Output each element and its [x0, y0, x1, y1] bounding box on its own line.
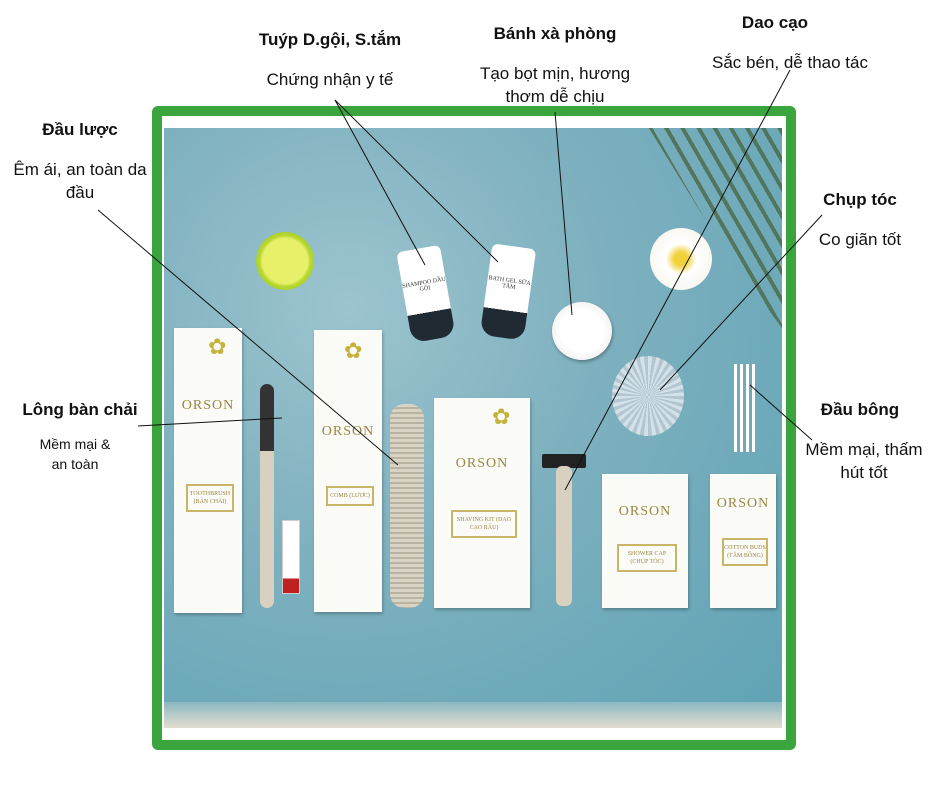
razor: [542, 454, 586, 468]
lemon-slice: [256, 232, 314, 290]
soap-bar: [552, 302, 612, 360]
toothbrush-line: [137, 417, 283, 427]
tube-line-1: [334, 99, 426, 266]
toothbrush-title: Lông bàn chải: [22, 400, 138, 419]
cotton-buds-packet: ORSON COTTON BUDS (TĂM BÔNG): [710, 474, 776, 608]
razor-desc: Sắc bén, dễ thao tác: [712, 53, 868, 72]
comb: [390, 404, 424, 608]
comb-title: Đầu lược: [42, 120, 118, 139]
cotton-buds-line: [749, 384, 813, 441]
soap-title: Bánh xà phòng: [493, 24, 617, 43]
cotton-buds-desc: Mềm mại, thấm hút tốt: [805, 440, 923, 482]
razor-title: Dao cạo: [741, 13, 809, 32]
soap-line: [554, 111, 573, 316]
cotton-buds-title: Đầu bông: [820, 400, 900, 419]
razor-line: [564, 69, 791, 491]
razor-handle: [556, 466, 572, 606]
shaving-kit-packet: ✿ ORSON SHAVING KIT (DAO CẠO RÂU): [434, 398, 530, 608]
tube-line-2: [334, 99, 499, 263]
toothpaste: [282, 520, 300, 594]
frangipani-flower: [650, 228, 712, 290]
shower-cap-line: [659, 214, 823, 391]
shower-cap: [612, 356, 684, 436]
comb-packet: ✿ ORSON COMB (LƯỢC): [314, 330, 382, 612]
comb-desc: Êm ái, an toàn da đầu: [13, 160, 147, 202]
soap-desc: Tạo bọt mịn, hương thơm dễ chịu: [479, 64, 631, 106]
shower-cap-desc: Co giãn tốt: [818, 230, 902, 249]
toothbrush-packet: ✿ ORSON TOOTHBRUSH (BÀN CHẢI): [174, 328, 242, 613]
comb-line: [97, 209, 399, 466]
sand-strip: [164, 702, 782, 728]
tubes-desc: Chứng nhận y tế: [266, 70, 394, 89]
tubes-title: Tuýp D.gội, S.tắm: [258, 30, 402, 49]
product-photo: SHAMPOO DẦU GỘI BATH GEL SỮA TẮM ✿ ORSON…: [164, 128, 782, 728]
toothbrush: [260, 384, 274, 608]
toothbrush-desc: Mềm mại & an toàn: [39, 436, 111, 472]
shower-cap-title: Chụp tóc: [823, 190, 897, 209]
shower-cap-packet: ORSON SHOWER CAP (CHỤP TÓC): [602, 474, 688, 608]
